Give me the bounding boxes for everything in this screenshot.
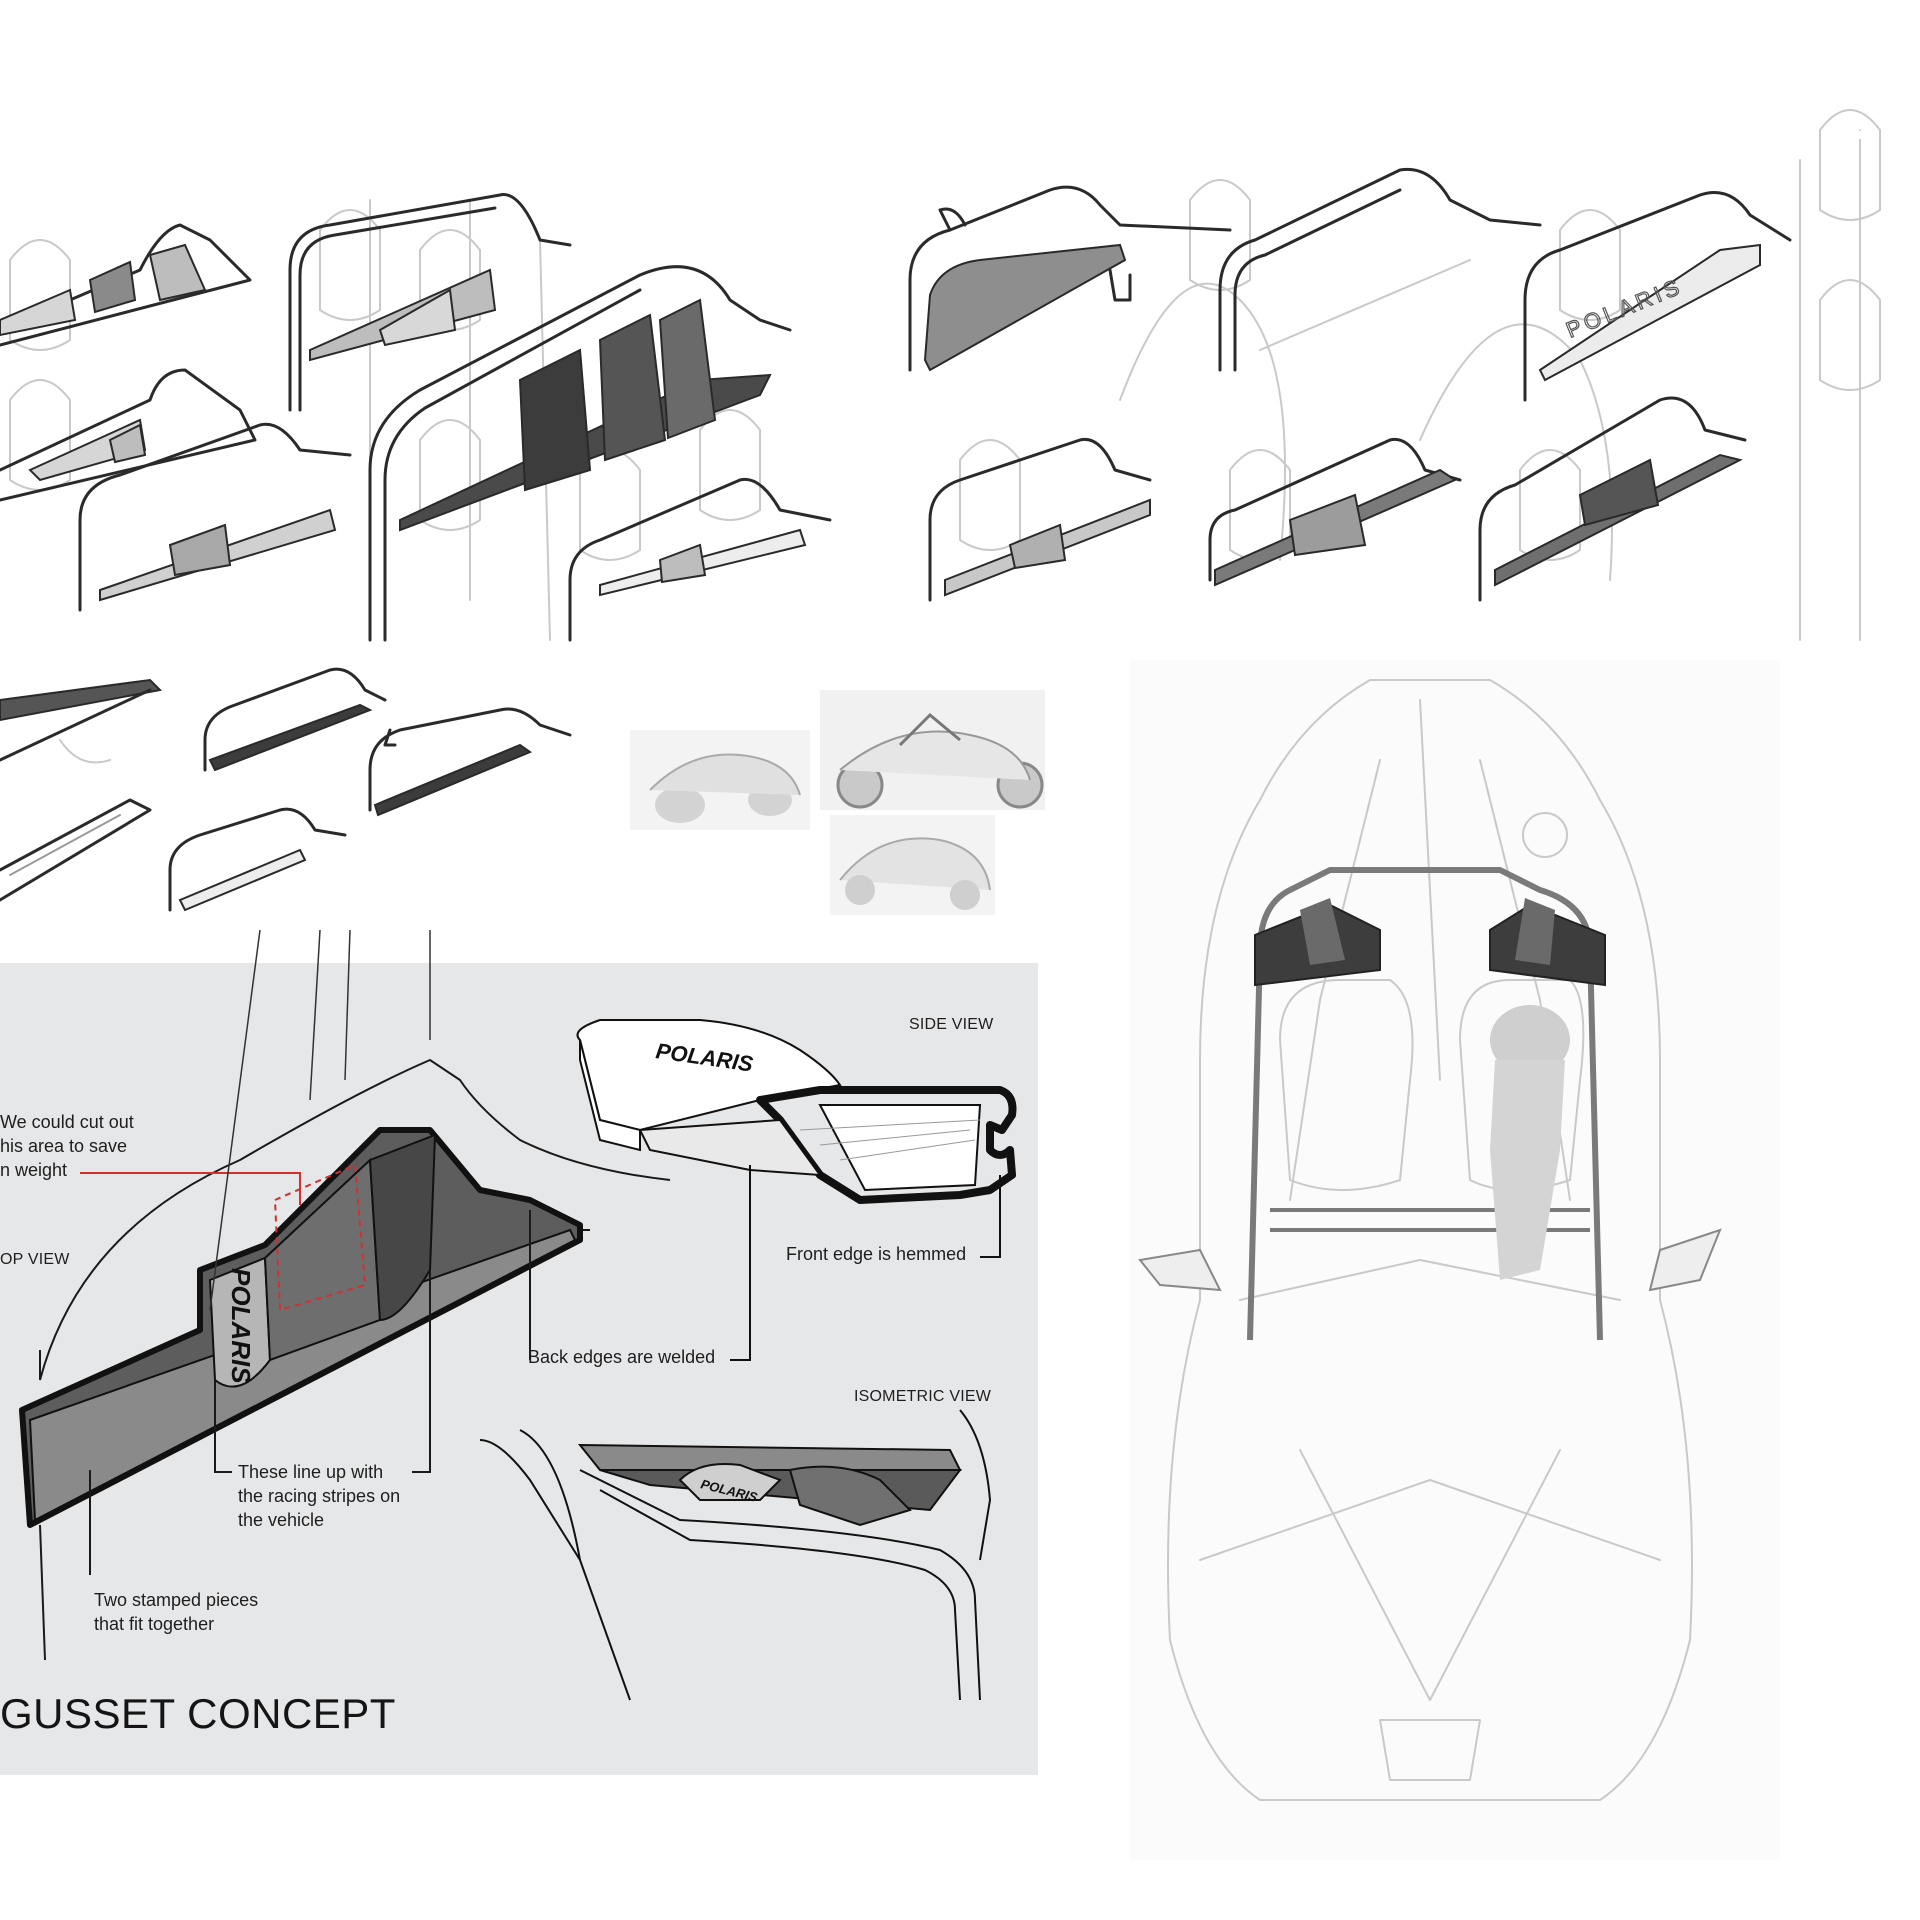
stamped-line-1: Two stamped pieces: [94, 1590, 259, 1610]
reference-photos: [630, 690, 1045, 915]
sketch-b2: [1218, 167, 1542, 372]
polaris-logo-top: POLARIS: [226, 1268, 256, 1384]
sketch-b5: [1208, 437, 1462, 587]
side-view-label: SIDE VIEW: [909, 1016, 994, 1033]
stripes-line-3: the vehicle: [238, 1510, 325, 1530]
sketch-c4: [0, 798, 152, 902]
sketch-a5: [78, 422, 352, 612]
cutout-line-2: his area to save: [0, 1136, 128, 1156]
sketch-c2: [203, 667, 387, 772]
vehicle-top-view: [1130, 660, 1780, 1860]
cutout-callout: We could cut out his area to save n weig…: [0, 1110, 134, 1182]
stripes-callout: These line up with the racing stripes on…: [238, 1460, 400, 1532]
front-edge-callout: Front edge is hemmed: [786, 1244, 967, 1264]
top-view-gusset: POLARIS: [19, 929, 671, 1661]
isometric-view-label: ISOMETRIC VIEW: [854, 1388, 992, 1405]
stripes-line-1: These line up with: [238, 1462, 384, 1482]
sketch-c5: [168, 807, 347, 912]
top-view-label: OP VIEW: [0, 1251, 70, 1268]
isometric-view-gusset: POLARIS: [479, 1409, 992, 1701]
sketch-c3: [368, 707, 572, 817]
sketch-b6: [1478, 396, 1747, 602]
sketch-b3: POLARIS: [1523, 191, 1792, 402]
side-view-gusset: POLARIS: [576, 1019, 1017, 1361]
sketch-b4: [928, 437, 1152, 602]
stripes-line-2: the racing stripes on: [238, 1486, 401, 1506]
sketch-a2: [288, 193, 572, 412]
background-seat-sketches: [9, 109, 1881, 641]
sketch-a6: [568, 477, 832, 642]
sketch-a1: [0, 223, 252, 347]
cutout-line-3: n weight: [0, 1160, 68, 1180]
back-edges-callout: Back edges are welded: [528, 1347, 716, 1367]
sketch-c1: [0, 678, 163, 764]
stamped-callout: Two stamped pieces that fit together: [94, 1588, 258, 1636]
stamped-line-2: that fit together: [94, 1614, 215, 1634]
sketch-a3: [0, 368, 257, 502]
concept-title: GUSSET CONCEPT: [0, 1690, 396, 1737]
sketch-a4-hero: [368, 265, 792, 642]
sketch-b1: [908, 185, 1232, 372]
cutout-line-1: We could cut out: [0, 1112, 134, 1132]
